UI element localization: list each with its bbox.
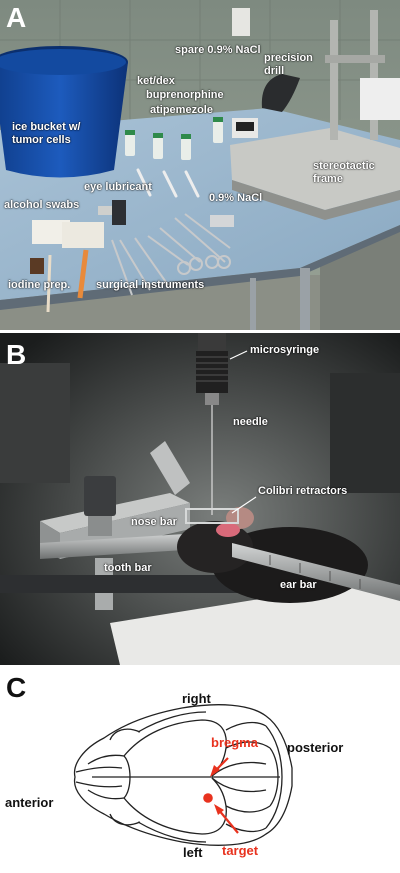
label-eye-lubricant: eye lubricant — [84, 181, 152, 193]
panel-letter-b: B — [6, 339, 27, 370]
label-saline: 0.9% NaCl — [209, 192, 263, 204]
label-posterior: posterior — [287, 740, 344, 755]
label-nose-bar: nose bar — [131, 516, 177, 528]
label-right: right — [182, 691, 211, 706]
target-arrowhead — [214, 804, 224, 815]
panel-letter-a: A — [6, 2, 27, 33]
label-anterior: anterior — [5, 795, 54, 810]
label-iodine-prep: iodine prep. — [8, 279, 71, 291]
target-arrow-line — [217, 808, 239, 834]
label-spare-saline: spare 0.9% NaCl — [175, 44, 261, 56]
panel-b-leader-lines — [229, 350, 257, 514]
surgery-bench-illustration — [0, 0, 400, 330]
skull-outline — [73, 704, 293, 846]
label-ear-bar: ear bar — [280, 579, 317, 591]
vials — [125, 117, 223, 160]
label-alcohol-swabs: alcohol swabs — [4, 199, 80, 211]
label-target: target — [222, 843, 259, 858]
label-bregma: bregma — [211, 735, 258, 750]
panel-b-mouse-in-frame-photo: B microsyringe needle Colibri retractors… — [0, 333, 400, 665]
panel-letter-c: C — [6, 672, 27, 703]
label-ice-bucket: ice bucket w/ tumor cells — [12, 121, 81, 146]
label-tooth-bar: tooth bar — [104, 562, 152, 574]
label-ket-dex: ket/dex — [137, 75, 175, 87]
label-stereotactic-frame: stereotactic frame — [313, 160, 375, 185]
label-surgical-instruments: surgical instruments — [96, 279, 205, 291]
label-buprenorphine: buprenorphine — [146, 89, 224, 101]
bregma-arrowhead — [210, 765, 220, 777]
label-needle: needle — [233, 416, 268, 428]
stereotactic-frame-illustration — [0, 333, 400, 665]
panel-c-skull-diagram: C — [0, 668, 400, 873]
panel-a-surgery-setup-photo: A spare 0.9% NaCl precision drill ket/de… — [0, 0, 400, 330]
label-atipemezole: atipemezole — [150, 104, 213, 116]
mouse-skull-diagram — [73, 704, 293, 846]
label-colibri-retractors: Colibri retractors — [258, 485, 348, 497]
label-left: left — [183, 845, 203, 860]
target-dot — [203, 793, 213, 803]
label-precision-drill: precision drill — [264, 52, 313, 77]
label-microsyringe: microsyringe — [250, 344, 320, 356]
